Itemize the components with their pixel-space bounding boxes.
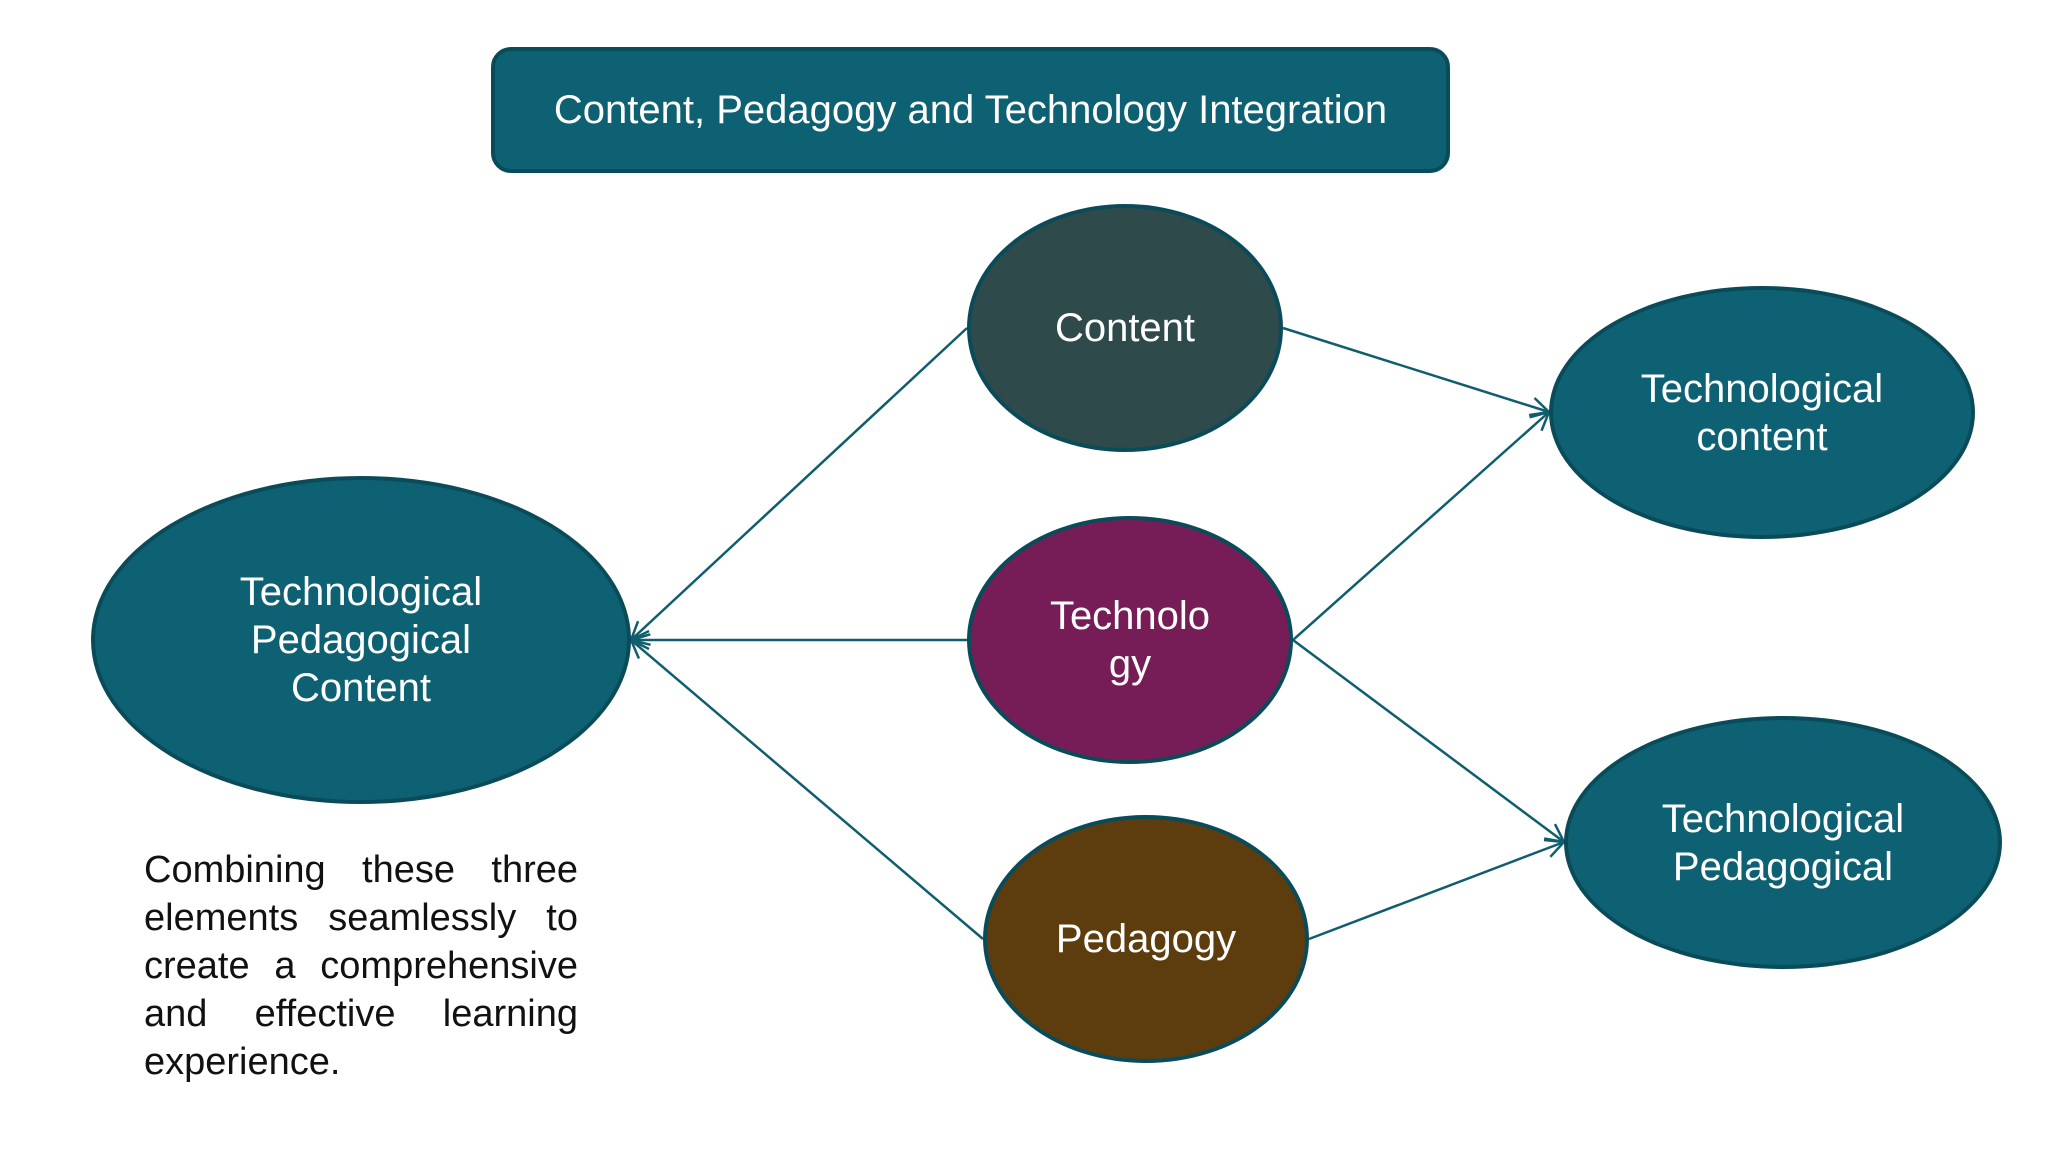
node-label: Technological Pedagogical Content [239,570,483,710]
node-technological-pedagogical-content: Technological Pedagogical Content [91,476,631,804]
node-label: Technological content [1640,366,1884,459]
node-label: Pedagogy [1055,917,1237,961]
node-pedagogy: Pedagogy [983,815,1309,1063]
title-box: Content, Pedagogy and Technology Integra… [491,47,1450,173]
node-label: Technolo gy [1049,594,1211,686]
arrow-content-to-tc [1282,326,1549,412]
node-technology: Technolo gy [967,516,1293,764]
description-text: Combining these three elements seamlessl… [144,849,578,1083]
diagram-title: Content, Pedagogy and Technology Integra… [553,87,1388,132]
node-content: Content [967,204,1283,452]
arrow-pedagogy-to-tp [1308,842,1564,941]
arrow-technology-to-tp [1292,638,1564,842]
node-label: Technological Pedagogical [1661,796,1905,889]
node-label: Content [1054,306,1196,350]
arrow-content-to-tpc [631,327,968,640]
node-technological-content: Technological content [1549,286,1975,539]
arrow-technology-to-tc [1292,412,1549,641]
node-technological-pedagogical: Technological Pedagogical [1564,716,2002,969]
arrow-pedagogy-to-tpc [631,640,984,940]
